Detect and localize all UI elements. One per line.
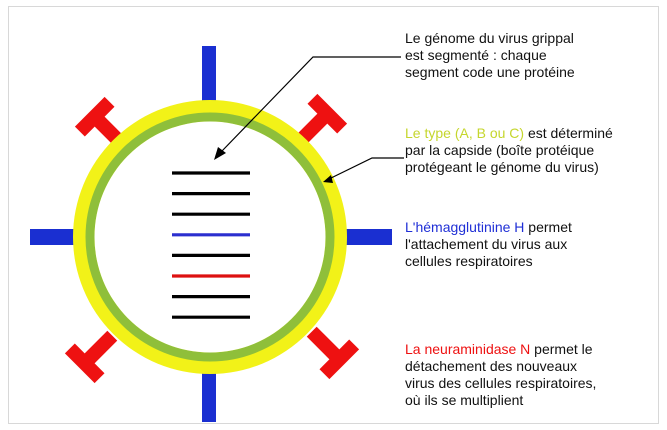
hemagglutinin-spike-right — [340, 229, 392, 245]
neuraminidase-label-line2: détachement des nouveaux — [405, 358, 578, 374]
neuraminidase-spikes — [64, 93, 360, 384]
neuraminidase-spike-bottom-left — [64, 330, 118, 384]
type-label-rest: est déterminé — [524, 125, 613, 141]
viral-interior — [94, 121, 326, 353]
neuraminidase-highlight: La neuraminidase N — [405, 341, 531, 357]
genome-arrowhead — [214, 147, 226, 160]
hemagglutinin-label-rest: permet — [524, 219, 572, 235]
hemagglutinin-spikes — [30, 46, 392, 422]
neuraminidase-label: La neuraminidase N permet le détachement… — [405, 341, 596, 409]
hemagglutinin-spike-bottom — [202, 372, 216, 422]
type-label-line2: par la capside (boîte protéique — [405, 142, 595, 158]
neuraminidase-spike-top-right — [294, 93, 348, 147]
type-label-line3: protégeant le génome du virus) — [405, 159, 599, 175]
genome-label: Le génome du virus grippal est segmenté … — [405, 30, 575, 81]
type-label-line1: Le type (A, B ou C) est déterminé — [405, 125, 613, 142]
neuraminidase-label-rest: permet le — [530, 341, 593, 357]
leader-lines — [214, 56, 404, 183]
hemagglutinin-label-line1: L'hémagglutinine H permet — [405, 219, 572, 236]
capsid-leader-line — [326, 157, 404, 181]
type-highlight: Le type (A, B ou C) — [405, 125, 525, 141]
hemagglutinin-label-line2: l'attachement du virus aux — [405, 236, 568, 252]
type-label: Le type (A, B ou C) est déterminé par la… — [405, 125, 613, 176]
hemagglutinin-label: L'hémagglutinine H permet l'attachement … — [405, 219, 572, 270]
capsid-arrowhead — [323, 175, 333, 183]
hemagglutinin-highlight: L'hémagglutinine H — [405, 219, 525, 235]
viral-capsid-ring — [85, 112, 335, 362]
hemagglutinin-label-line3: cellules respiratoires — [405, 253, 533, 269]
figure-frame — [8, 6, 659, 424]
hemagglutinin-spike-top — [202, 46, 216, 101]
genome-segments — [172, 171, 250, 319]
neuraminidase-label-line3: virus des cellules respiratoires, — [405, 375, 597, 391]
genome-label-line2: est segmenté : chaque — [405, 47, 547, 63]
hemagglutinin-spike-left — [30, 229, 80, 245]
neuraminidase-label-line4: où ils se multiplient — [405, 392, 524, 408]
genome-label-line3: segment code une protéine — [405, 64, 575, 80]
genome-label-line1: Le génome du virus grippal — [405, 30, 574, 46]
neuraminidase-spike-bottom-right — [306, 326, 360, 380]
neuraminidase-label-line1: La neuraminidase N permet le — [405, 341, 596, 358]
genome-leader-line — [221, 56, 401, 152]
